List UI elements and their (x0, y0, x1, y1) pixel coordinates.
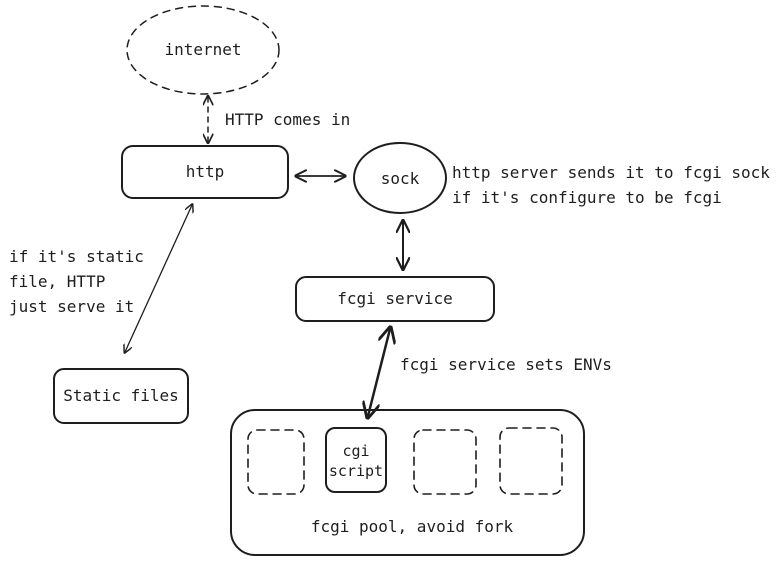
pool-slot-empty-2 (413, 429, 477, 495)
static-note-line3: just serve it (9, 297, 134, 316)
cgi-script-label-line1: cgi (342, 442, 369, 460)
fcgi-cgi-arrow (368, 329, 390, 416)
fcgi-pool-container (230, 409, 585, 556)
fcgi-service-node-shape (295, 276, 495, 322)
static-note-line2: file, HTTP (9, 272, 105, 291)
internet-label: internet (164, 40, 241, 59)
pool-slot-empty-3 (499, 427, 563, 495)
sock-label: sock (381, 169, 420, 188)
http-comes-in-note: HTTP comes in (225, 110, 350, 129)
pool-slot-empty-1 (247, 429, 305, 495)
cgi-script-label-line2: script (329, 462, 383, 480)
static-files-label: Static files (63, 386, 179, 405)
internet-node-shape (126, 5, 280, 95)
static-files-node-shape (53, 368, 189, 424)
sock-note-line1: http server sends it to fcgi sock (452, 163, 770, 182)
static-note-line1: if it's static (9, 247, 144, 266)
sock-note-line2: if it's configure to be fcgi (452, 188, 722, 207)
cgi-script-node-shape (325, 427, 387, 493)
http-label: http (186, 162, 225, 181)
http-node-shape (121, 145, 289, 199)
sock-node-shape (353, 142, 447, 214)
fcgi-sets-envs-note: fcgi service sets ENVs (400, 355, 612, 374)
fcgi-service-label: fcgi service (337, 289, 453, 308)
http-static-arrow (125, 205, 192, 352)
fcgi-pool-label: fcgi pool, avoid fork (311, 517, 514, 536)
